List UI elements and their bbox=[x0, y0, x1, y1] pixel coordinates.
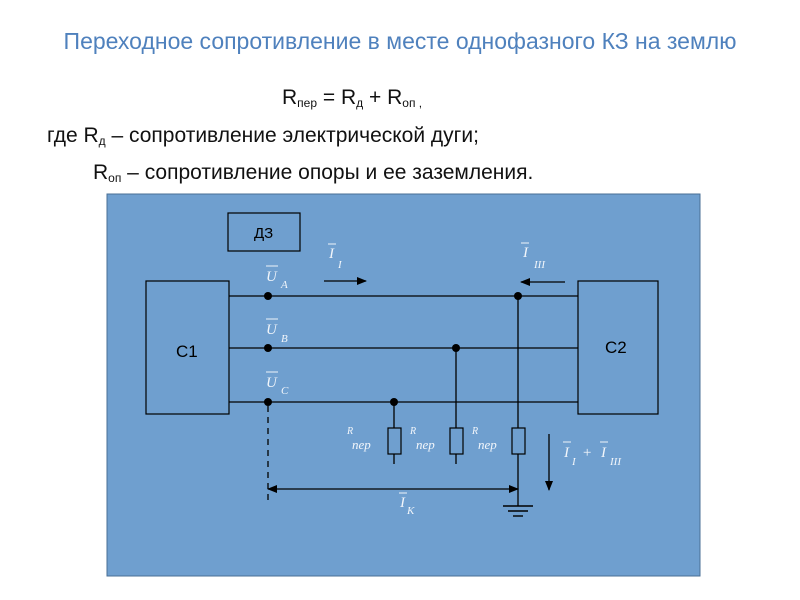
c1-label: C1 bbox=[176, 342, 198, 361]
r-label-3: R пер bbox=[471, 426, 497, 452]
formula-tail: , bbox=[415, 96, 423, 110]
sum-i3-sub: III bbox=[609, 456, 622, 468]
dz-box bbox=[227, 212, 301, 252]
label-ub-u: U bbox=[266, 322, 278, 338]
current-i1-label: I bbox=[328, 246, 335, 262]
r-label-1: R пер bbox=[346, 426, 371, 452]
sum-i3: I bbox=[600, 445, 607, 461]
label-uc-sub: C bbox=[281, 385, 289, 397]
c1-box bbox=[145, 280, 230, 415]
ik-label-sub: K bbox=[406, 505, 415, 517]
sum-i1: I bbox=[563, 445, 570, 461]
r-label-1-r: R bbox=[346, 426, 353, 437]
where-line: где Rд – сопротивление электрической дуг… bbox=[47, 124, 479, 148]
current-iii-label: I bbox=[522, 245, 529, 261]
formula-eq: = R bbox=[317, 86, 357, 109]
rop-sub: оп bbox=[108, 171, 122, 185]
r-label-3-sub: пер bbox=[478, 437, 497, 452]
current-i1-sub: I bbox=[337, 259, 343, 271]
formula-plus: + R bbox=[363, 86, 403, 109]
label-uc-u: U bbox=[266, 375, 278, 391]
formula-r: R bbox=[282, 86, 298, 109]
r-label-1-sub: пер bbox=[352, 437, 371, 452]
rop-line: Rоп – сопротивление опоры и ее заземлени… bbox=[93, 161, 533, 185]
where-text: – сопротивление электрической дуги; bbox=[105, 124, 479, 147]
where-sub: д bbox=[98, 134, 106, 148]
page-title: Переходное сопротивление в месте однофаз… bbox=[63, 28, 737, 54]
node-c bbox=[264, 398, 272, 406]
sum-i1-sub: I bbox=[571, 456, 577, 468]
node-b bbox=[264, 344, 272, 352]
formula-rop-sub: оп bbox=[402, 96, 416, 110]
formula-rd-sub: д bbox=[356, 96, 364, 110]
sum-current-label: I I + I III bbox=[563, 441, 622, 468]
dz-label: ДЗ bbox=[254, 225, 273, 242]
current-iii: I III bbox=[520, 242, 565, 286]
label-ua-u: U bbox=[266, 269, 278, 285]
rop-text: – сопротивление опоры и ее заземления. bbox=[121, 161, 534, 184]
label-ub-sub: B bbox=[281, 333, 288, 345]
current-i1: I I bbox=[324, 243, 367, 285]
r-label-2-r: R bbox=[409, 426, 416, 437]
where-prefix: где R bbox=[47, 124, 99, 147]
label-uc: U C bbox=[266, 371, 289, 397]
ik-label: I K bbox=[399, 492, 415, 517]
ik-label-i: I bbox=[399, 495, 406, 511]
resistor-2 bbox=[449, 427, 464, 455]
formula-r-sub: пер bbox=[297, 96, 318, 110]
current-iii-sub: III bbox=[533, 259, 546, 271]
ground-symbol bbox=[503, 505, 533, 517]
formula: Rпер = Rд + Rоп , bbox=[282, 86, 422, 110]
sum-plus: + bbox=[582, 445, 592, 461]
c2-label: C2 bbox=[605, 338, 627, 357]
r-label-3-r: R bbox=[471, 426, 478, 437]
rop-prefix: R bbox=[93, 161, 109, 184]
label-ua-sub: A bbox=[280, 279, 288, 291]
resistor-3 bbox=[511, 427, 526, 455]
node-a bbox=[264, 292, 272, 300]
label-ua: U A bbox=[266, 265, 288, 291]
resistor-1 bbox=[387, 427, 402, 455]
r-label-2-sub: пер bbox=[416, 437, 435, 452]
label-ub: U B bbox=[266, 318, 288, 345]
c2-box bbox=[577, 280, 659, 415]
r-label-2: R пер bbox=[409, 426, 435, 452]
